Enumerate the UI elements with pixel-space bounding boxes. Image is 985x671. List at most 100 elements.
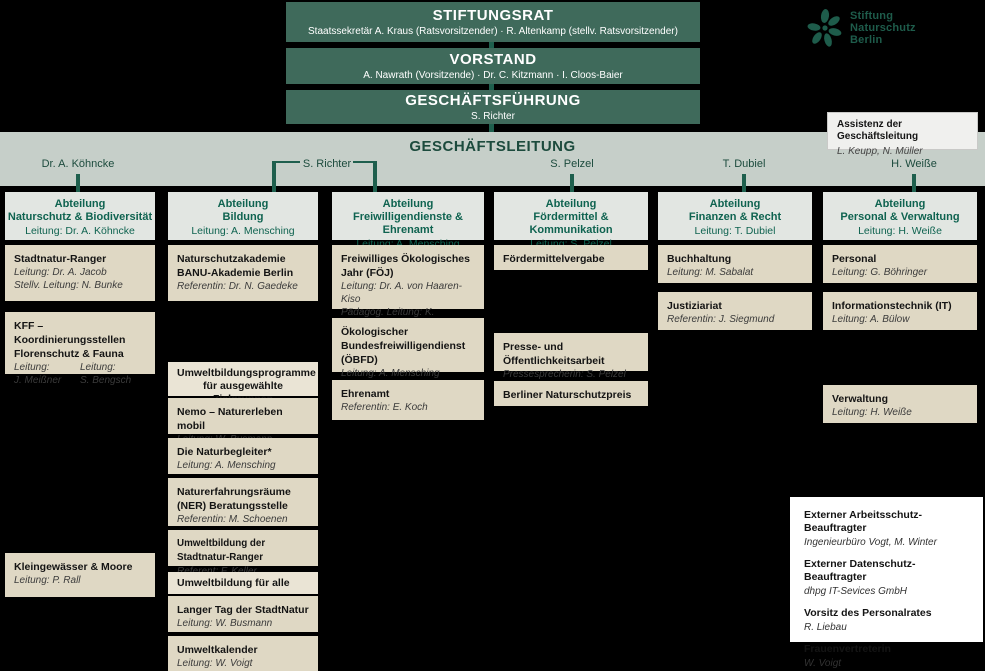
kff-leitung-columns: Leitung: J. Meißner Leitung: S. Bengsch: [14, 361, 146, 387]
logo-line3: Berlin: [850, 34, 883, 46]
geschaeftsfuehrung-members: S. Richter: [471, 110, 515, 122]
box-subtitle: Referentin: M. Schoenen: [177, 514, 288, 525]
external-entry: Vorsitz des Personalrates R. Liebau: [804, 607, 969, 634]
vorstand-members: A. Nawrath (Vorsitzende) · Dr. C. Kitzma…: [363, 69, 623, 81]
assistenz-box: Assistenz der Geschäftsleitung L. Keupp,…: [827, 112, 978, 157]
box-title: Umweltkalender: [177, 644, 258, 656]
external-officers-box: Externer Arbeitsschutz-Beauftragter Inge…: [790, 497, 983, 669]
box-foerdermittelvergabe: Fördermittelvergabe: [494, 245, 648, 270]
external-entry: Frauenvertreterin W. Voigt: [804, 643, 969, 670]
logo-text: Stiftung Naturschutz Berlin: [850, 10, 916, 46]
external-entry: Externer Arbeitsschutz-Beauftragter Inge…: [804, 509, 969, 549]
box-kff: KFF – Koordinierungsstellen Florenschutz…: [5, 312, 155, 386]
external-title: Vorsitz des Personalrates: [804, 607, 932, 619]
box-title: Langer Tag der StadtNatur: [177, 604, 309, 616]
box-title: Nemo – Naturerleben mobil: [177, 406, 283, 432]
box-subtitle: Referentin: J. Siegmund: [667, 314, 775, 325]
logo-line2: Naturschutz: [850, 22, 916, 34]
external-title: Externer Datenschutz-Beauftragter: [804, 558, 916, 583]
group-header-umweltbildung-fuer-alle: Umweltbildung für alle: [168, 572, 318, 594]
dept-naturschutz-header: Abteilung Naturschutz & Biodiversität Le…: [5, 192, 155, 240]
box-subtitle: Leitung: H. Weiße: [832, 407, 912, 418]
box-title: Naturschutzakademie BANU-Akademie Berlin: [177, 253, 294, 279]
dept-finanzen-header: Abteilung Finanzen & Recht Leitung: T. D…: [658, 192, 812, 240]
dept-name: Bildung: [222, 211, 264, 223]
vorstand-title: VORSTAND: [449, 50, 537, 68]
member-pelzel: S. Pelzel: [550, 158, 594, 170]
box-title: Freiwilliges Ökologisches Jahr (FÖJ): [341, 253, 470, 279]
connector-line: [912, 174, 916, 206]
stiftungsrat-members: Staatssekretär A. Kraus (Ratsvorsitzende…: [308, 25, 678, 37]
box-umweltbildung-ranger: Umweltbildung der Stadtnatur-Ranger Refe…: [168, 530, 318, 577]
member-dubiel: T. Dubiel: [722, 158, 766, 170]
external-subtitle: Ingenieurbüro Vogt, M. Winter: [804, 537, 937, 548]
kff-right: Leitung: S. Bengsch: [80, 361, 146, 387]
connector-line: [272, 161, 300, 163]
dept-label: Abteilung: [545, 198, 597, 210]
dept-foerdermittel-header: Abteilung Fördermittel & Kommunikation L…: [494, 192, 648, 250]
external-entry: Externer Datenschutz-Beauftragter dhpg I…: [804, 558, 969, 598]
box-subtitle: S. Bengsch: [80, 375, 132, 386]
assistenz-names: L. Keupp, N. Müller: [837, 146, 923, 157]
dept-name: Personal & Verwaltung: [840, 211, 960, 223]
box-title: Personal: [832, 253, 877, 265]
dept-bildung-header: Abteilung Bildung Leitung: A. Mensching: [168, 192, 318, 240]
box-subtitle: Leitung: M. Sabalat: [667, 267, 754, 278]
logo: Stiftung Naturschutz Berlin: [806, 8, 916, 48]
dept-name: Fördermittel & Kommunikation: [529, 211, 613, 236]
box-subtitle: Leitung: Dr. A. von Haaren-Kiso: [341, 281, 462, 305]
group-header-zielgruppen: Umweltbildungsprogramme für ausgewählte …: [168, 362, 318, 405]
leaf-rosette-icon: [807, 9, 842, 47]
connector-line: [76, 174, 80, 206]
box-oebfd: Ökologischer Bundesfreiwilligen­dienst (…: [332, 318, 484, 379]
box-presse: Presse- und Öffentlichkeitsarbeit Presse…: [494, 333, 648, 380]
vorstand-box: VORSTAND A. Nawrath (Vorsitzende) · Dr. …: [286, 48, 700, 84]
geschaeftsleitung-band: GESCHÄFTSLEITUNG Dr. A. Köhncke S. Richt…: [0, 132, 985, 186]
dept-personal-header: Abteilung Personal & Verwaltung Leitung:…: [823, 192, 977, 240]
dept-label: Abteilung: [709, 198, 761, 210]
connector-line: [570, 174, 574, 206]
dept-leitung: Leitung: H. Weiße: [858, 225, 942, 237]
box-title: Justiziariat: [667, 300, 722, 312]
geschaeftsleitung-title: GESCHÄFTSLEITUNG: [409, 138, 576, 155]
connector-line: [373, 161, 377, 206]
connector-line: [353, 161, 377, 163]
connector-line: [489, 42, 494, 48]
dept-label: Abteilung: [382, 198, 434, 210]
box-title: Die Naturbegleiter*: [177, 446, 272, 458]
box-subtitle: Pressesprecherin: S. Pelzel: [503, 369, 626, 380]
box-subtitle: Referent: F. Keller: [177, 565, 309, 578]
dept-name: Naturschutz & Biodiversität: [7, 211, 153, 223]
box-subtitle: Leitung: G. Böhringer: [832, 267, 928, 278]
box-title: Presse- und Öffentlichkeitsarbeit: [503, 341, 605, 367]
box-foej: Freiwilliges Ökologisches Jahr (FÖJ) Lei…: [332, 245, 484, 331]
box-title: Berliner Naturschutzpreis: [503, 389, 632, 401]
box-subtitle: Leitung:: [80, 362, 116, 373]
box-naturschutzpreis: Berliner Naturschutzpreis: [494, 381, 648, 406]
box-subtitle: Leitung: W. Busmann: [177, 618, 273, 629]
box-subtitle: Leitung: A. Bülow: [832, 314, 910, 325]
assistenz-title: Assistenz der Geschäftsleitung: [837, 119, 919, 142]
connector-line: [489, 124, 494, 132]
box-justiziariat: Justiziariat Referentin: J. Siegmund: [658, 292, 812, 330]
box-informationstechnik: Informationstechnik (IT) Leitung: A. Bül…: [823, 292, 977, 330]
member-richter: S. Richter: [302, 158, 352, 170]
box-subtitle: Leitung: Dr. A. Jacob: [14, 267, 107, 278]
box-subtitle: Leitung: P. Rall: [14, 575, 81, 586]
box-ner-beratungsstelle: Naturerfahrungsräume (NER) Beratungsstel…: [168, 478, 318, 526]
member-koehncke: Dr. A. Köhncke: [41, 158, 115, 170]
box-title: KFF – Koordinierungsstellen Florenschutz…: [14, 320, 126, 360]
box-buchhaltung: Buchhaltung Leitung: M. Sabalat: [658, 245, 812, 283]
box-title: Informationstechnik (IT): [832, 300, 952, 312]
box-title: Kleingewässer & Moore: [14, 561, 133, 573]
box-title: Naturerfahrungsräume (NER) Beratungsstel…: [177, 486, 291, 512]
box-banu-akademie: Naturschutzakademie BANU-Akademie Berlin…: [168, 245, 318, 301]
dept-label: Abteilung: [217, 198, 269, 210]
box-title: Ökologischer Bundesfreiwilligen­dienst (…: [341, 326, 466, 366]
box-stadtnatur-ranger: Stadtnatur-Ranger Leitung: Dr. A. Jacob …: [5, 245, 155, 301]
box-langer-tag: Langer Tag der StadtNatur Leitung: W. Bu…: [168, 596, 318, 632]
stiftungsrat-title: STIFTUNGSRAT: [432, 6, 554, 24]
logo-line1: Stiftung: [850, 10, 894, 22]
dept-name: Finanzen & Recht: [688, 211, 782, 223]
